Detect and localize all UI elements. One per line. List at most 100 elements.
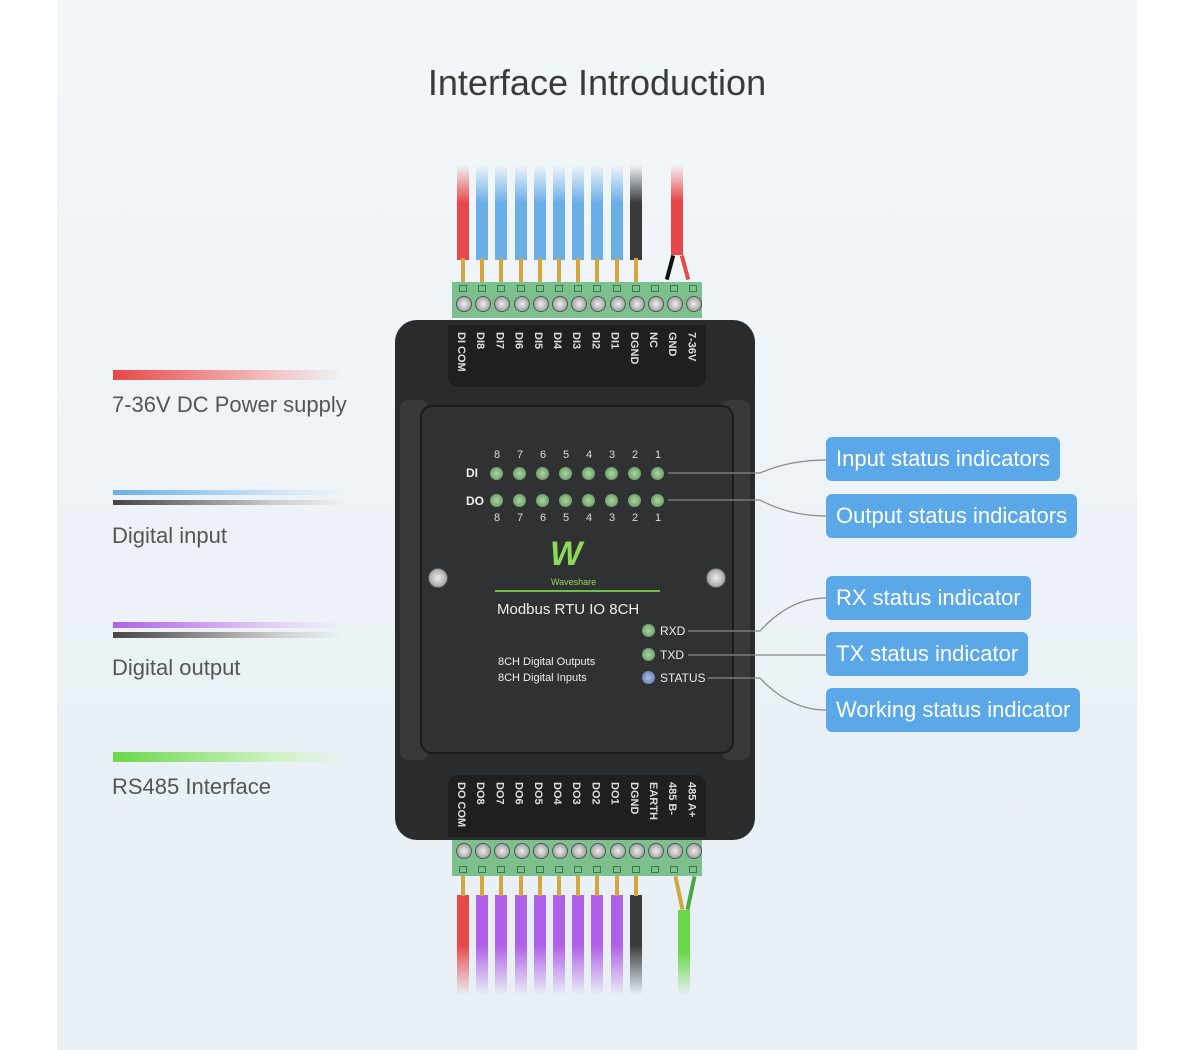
output-wire — [572, 895, 585, 995]
terminal-slot — [459, 285, 467, 292]
input-wire — [591, 165, 604, 260]
output-wire — [629, 895, 642, 995]
input-wire — [610, 165, 623, 260]
do-led — [513, 494, 526, 507]
terminal-screw — [456, 296, 472, 312]
terminal-screw — [475, 296, 492, 312]
top-terminal-label: DGND — [627, 332, 640, 365]
terminal-slot — [478, 866, 487, 873]
di-led — [582, 467, 595, 480]
top-terminal-label: DI3 — [570, 332, 583, 350]
do-led-number: 2 — [631, 512, 639, 524]
terminal-screw — [609, 843, 626, 859]
top-terminal-label: 7-36V — [685, 332, 698, 362]
wire-pin — [537, 876, 542, 896]
terminal-slot — [651, 285, 659, 292]
di-label: DI — [466, 466, 478, 480]
power-wire — [671, 165, 683, 255]
output-wire — [514, 895, 527, 995]
input-wire — [495, 165, 508, 260]
terminal-slot — [516, 866, 525, 873]
terminal-screw — [552, 843, 568, 859]
input-wire — [476, 165, 489, 260]
top-terminal-label: DI6 — [512, 332, 525, 350]
terminal-screw — [648, 296, 664, 312]
bottom-terminal-label: 485 B- — [666, 782, 679, 816]
do-led-number: 6 — [539, 512, 547, 524]
bottom-terminal-label: DO4 — [551, 782, 563, 805]
callout-tx-status: TX status indicator — [826, 632, 1029, 676]
do-led — [490, 494, 503, 507]
desc-inputs: 8CH Digital Inputs — [498, 672, 587, 684]
bottom-terminal-label: DO7 — [493, 782, 506, 805]
bottom-terminal-label: DO2 — [589, 782, 602, 805]
output-wire — [610, 895, 623, 995]
input-wire — [514, 165, 527, 260]
terminal-slot — [497, 285, 506, 292]
legend-input-line — [113, 490, 343, 495]
do-led-number: 8 — [493, 512, 501, 524]
wire-pin — [499, 876, 504, 896]
bottom-terminal-label: DO1 — [608, 782, 621, 805]
di-led — [651, 467, 664, 480]
connector-output — [668, 499, 827, 517]
terminal-slot — [689, 285, 698, 292]
terminal-screw — [513, 296, 530, 312]
callout-output-status: Output status indicators — [826, 494, 1078, 538]
terminal-screw — [609, 296, 626, 312]
do-label: DO — [466, 494, 484, 508]
terminal-slot — [651, 866, 659, 873]
di-led-number: 8 — [493, 449, 501, 461]
input-wire — [629, 165, 642, 260]
wire-pin — [614, 876, 619, 896]
page-title: Interface Introduction — [427, 62, 767, 103]
desc-outputs: 8CH Digital Outputs — [498, 656, 596, 668]
legend-rs485-line — [113, 752, 343, 762]
top-terminal-label: DI4 — [551, 332, 563, 350]
wire-pin — [633, 258, 638, 282]
terminal-screw — [513, 843, 530, 859]
mount-screw-left — [428, 568, 448, 588]
terminal-slot — [574, 285, 583, 292]
terminal-screw — [667, 843, 684, 859]
top-terminal-label: DI2 — [589, 332, 602, 350]
bottom-terminal-label: DO6 — [512, 782, 525, 805]
terminal-screw — [532, 296, 549, 312]
connector-rx — [688, 597, 827, 632]
terminal-screw — [494, 296, 511, 312]
waveshare-logo: W — [550, 535, 583, 573]
terminal-slot — [555, 285, 563, 292]
legend-power-line — [113, 370, 343, 380]
terminal-slot — [631, 285, 640, 292]
output-wire — [476, 895, 489, 995]
di-led-number: 3 — [608, 449, 616, 461]
connector-input — [668, 459, 827, 474]
terminal-slot — [516, 285, 525, 292]
terminal-slot — [612, 866, 621, 873]
terminal-slot — [631, 866, 640, 873]
terminal-slot — [574, 866, 583, 873]
di-led — [490, 467, 503, 480]
terminal-slot — [670, 285, 679, 292]
callout-input-status: Input status indicators — [826, 437, 1061, 481]
terminal-slot — [593, 285, 602, 292]
front-panel — [420, 405, 734, 754]
di-led — [605, 467, 618, 480]
bottom-terminal-label: DGND — [627, 782, 640, 815]
legend-output: Digital output — [112, 655, 241, 680]
bottom-terminal-label: EARTH — [647, 782, 659, 820]
do-led-number: 5 — [562, 512, 570, 524]
txd-label: TXD — [660, 648, 684, 662]
terminal-screw — [648, 843, 664, 859]
legend-input: Digital input — [112, 523, 227, 548]
output-wire — [591, 895, 604, 995]
status-led — [642, 671, 655, 684]
do-led-number: 4 — [585, 512, 593, 524]
terminal-screw — [590, 296, 607, 312]
terminal-screw — [686, 843, 703, 859]
terminal-slot — [593, 866, 602, 873]
wire-pin — [595, 876, 600, 896]
di-led — [559, 467, 572, 480]
legend-output-line-gnd — [113, 632, 343, 638]
